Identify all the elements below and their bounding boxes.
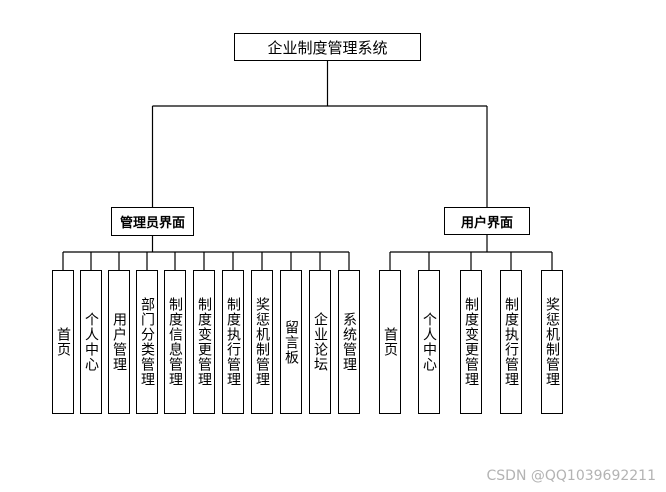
leaf-node: 奖惩机制管理 [251, 270, 273, 414]
branch-node: 管理员界面 [111, 207, 194, 236]
branch-node-label: 用户界面 [460, 215, 513, 231]
leaf-node: 制度执行管理 [222, 270, 244, 414]
leaf-node-label: 制度变更管理 [463, 297, 479, 387]
leaf-node: 奖惩机制管理 [541, 270, 563, 414]
leaf-node-label: 奖惩机制管理 [544, 297, 560, 387]
branch-node: 用户界面 [444, 207, 530, 235]
leaf-node: 个人中心 [418, 270, 440, 414]
watermark: CSDN @QQ1039692211 [486, 468, 656, 484]
root-node-label: 企业制度管理系统 [267, 38, 388, 57]
branch-node-label: 管理员界面 [119, 216, 185, 231]
leaf-node: 制度执行管理 [500, 270, 522, 414]
leaf-node: 制度变更管理 [460, 270, 482, 414]
leaf-node: 部门分类管理 [136, 270, 158, 414]
leaf-node-label: 系统管理 [341, 312, 357, 372]
leaf-node-label: 个人中心 [83, 312, 99, 372]
leaf-node-label: 部门分类管理 [139, 297, 155, 387]
leaf-node-label: 奖惩机制管理 [254, 297, 270, 387]
leaf-node: 制度变更管理 [193, 270, 215, 414]
leaf-node: 留言板 [280, 270, 302, 414]
leaf-node-label: 首页 [382, 327, 398, 357]
leaf-node-label: 制度执行管理 [503, 297, 519, 387]
leaf-node: 用户管理 [108, 270, 130, 414]
leaf-node-label: 企业论坛 [312, 312, 328, 372]
leaf-node-label: 制度信息管理 [167, 297, 183, 387]
root-node: 企业制度管理系统 [234, 33, 421, 61]
leaf-node: 企业论坛 [309, 270, 331, 414]
leaf-node: 系统管理 [338, 270, 360, 414]
leaf-node: 首页 [52, 270, 74, 414]
leaf-node: 制度信息管理 [164, 270, 186, 414]
leaf-node: 个人中心 [80, 270, 102, 414]
leaf-node-label: 制度执行管理 [225, 297, 241, 387]
leaf-node-label: 制度变更管理 [196, 297, 212, 387]
leaf-node-label: 个人中心 [421, 312, 437, 372]
leaf-node-label: 留言板 [283, 319, 299, 365]
leaf-node-label: 首页 [55, 327, 71, 357]
leaf-node-label: 用户管理 [111, 312, 127, 372]
leaf-node: 首页 [379, 270, 401, 414]
